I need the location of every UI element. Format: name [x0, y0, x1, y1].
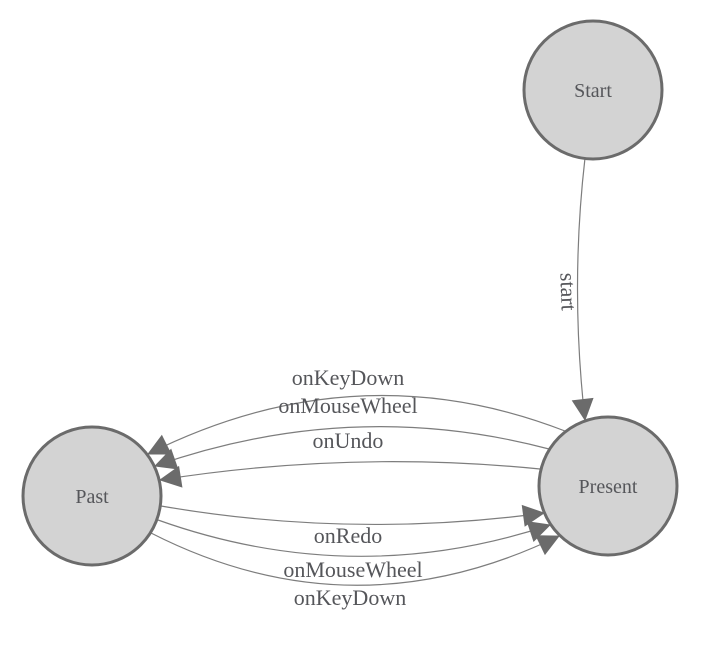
edge-past-to-present-onredo[interactable] [160, 504, 545, 527]
node-past-label: Past [75, 486, 109, 508]
edge-past-to-present-onkeydown[interactable] [150, 532, 560, 586]
edge-label-start: start [555, 272, 581, 311]
edge-present-to-past-onkeydown[interactable] [147, 394, 566, 455]
edge-label-onundo: onUndo [313, 428, 384, 453]
edge-label-onmousewheel-bottom: onMouseWheel [283, 557, 422, 582]
node-present-circle[interactable] [537, 415, 679, 557]
node-past-circle[interactable] [21, 425, 163, 567]
edge-label-onredo: onRedo [314, 523, 382, 548]
node-start-circle[interactable] [522, 19, 664, 161]
node-start-label: Start [574, 80, 612, 102]
edge-present-to-past-onmousewheel[interactable] [154, 426, 550, 470]
node-present: Present [537, 415, 679, 557]
node-past: Past [21, 425, 163, 567]
edge-label-onmousewheel-top: onMouseWheel [278, 393, 417, 418]
edge-past-to-present-onmousewheel[interactable] [157, 519, 551, 557]
node-start: Start [522, 19, 664, 161]
edge-label-onkeydown-bottom: onKeyDown [294, 585, 406, 610]
edge-label-onkeydown-top: onKeyDown [292, 365, 404, 390]
edge-start-to-present[interactable] [571, 157, 594, 421]
node-present-label: Present [579, 476, 638, 498]
edge-present-to-past-onundo[interactable] [159, 461, 541, 488]
